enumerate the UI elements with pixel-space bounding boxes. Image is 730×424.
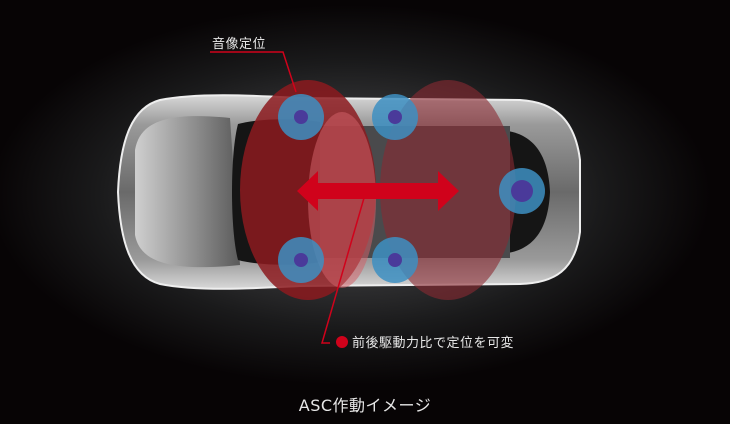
callout-line-bottom — [321, 197, 365, 344]
speaker-icon-rear-left — [372, 94, 418, 140]
speaker-icon-rear-right — [372, 237, 418, 283]
diagram-caption: ASC作動イメージ — [298, 396, 432, 415]
double-arrow-icon — [297, 171, 459, 211]
callout-variable-position: 前後駆動力比で定位を可変 — [336, 332, 514, 351]
front-sound-zone-highlight — [308, 112, 376, 288]
speaker-icon-front-right — [278, 237, 324, 283]
callout-sound-image-position: 音像定位 — [212, 37, 267, 52]
callout-line-top — [210, 51, 297, 93]
callout-variable-position-text: 前後駆動力比で定位を可変 — [352, 336, 515, 351]
red-dot-icon — [336, 335, 348, 348]
speaker-icon-front-left — [278, 94, 324, 140]
speaker-icon-rear-center — [499, 168, 545, 214]
